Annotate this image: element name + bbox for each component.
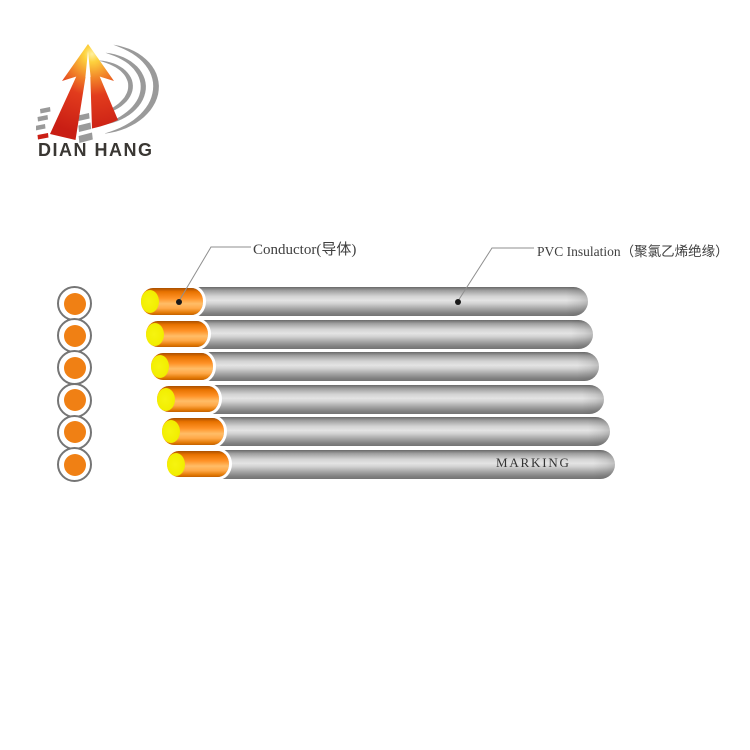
pvc-insulation-tube [181,287,588,316]
pvc-insulation-label: PVC Insulation（聚氯乙烯绝缘） [537,244,729,259]
cable-wire [156,384,605,414]
road-dashes-center [78,113,93,143]
marking-text: MARKING [496,455,571,470]
pvc-insulation-tube [201,417,610,446]
arrow-stripe [85,51,91,77]
pvc-insulation-tube [207,449,615,479]
conductor-cylinder [156,385,219,413]
conductor-face [167,452,185,476]
cross-section-core [63,389,86,412]
conductor-cylinder [151,353,214,380]
cable-wire [167,449,615,479]
conductor-face [146,322,165,346]
cross-section-core [63,356,86,379]
cross-section-core [63,292,86,315]
conductor-cylinder [141,288,203,315]
pvc-insulation-tube [186,319,594,349]
conductor-face [141,290,159,313]
conductor-dot [176,299,182,305]
cable-wire [146,319,594,349]
cross-section-core [63,421,86,444]
conductor-face [156,387,175,411]
conductor-leader-line [178,246,251,302]
pvc-leader-line [457,247,534,302]
cross-section-core [63,453,86,476]
road-dashes-left [36,107,51,131]
cross-section-core [63,324,86,347]
brand-name: DIAN HANG [38,140,154,160]
logo-arrow-icon [36,44,159,143]
conductor-cylinder [161,418,224,445]
conductor-cylinder [167,450,229,478]
cable-wire [151,352,600,381]
conductor-cylinder [146,320,209,348]
pvc-insulation-tube [196,384,605,414]
conductor-face [151,355,170,378]
pvc-dot [455,299,461,305]
conductor-face [161,420,180,443]
pvc-insulation-tube [191,352,600,381]
swoosh-arcs [92,44,159,134]
cable-wire [161,417,610,446]
road-dash-red [37,133,49,140]
cable-wire [141,287,588,316]
conductor-label: Conductor(导体) [253,242,357,258]
cross-section-wire [57,447,92,482]
brand-logo: DIAN HANG [36,42,176,167]
